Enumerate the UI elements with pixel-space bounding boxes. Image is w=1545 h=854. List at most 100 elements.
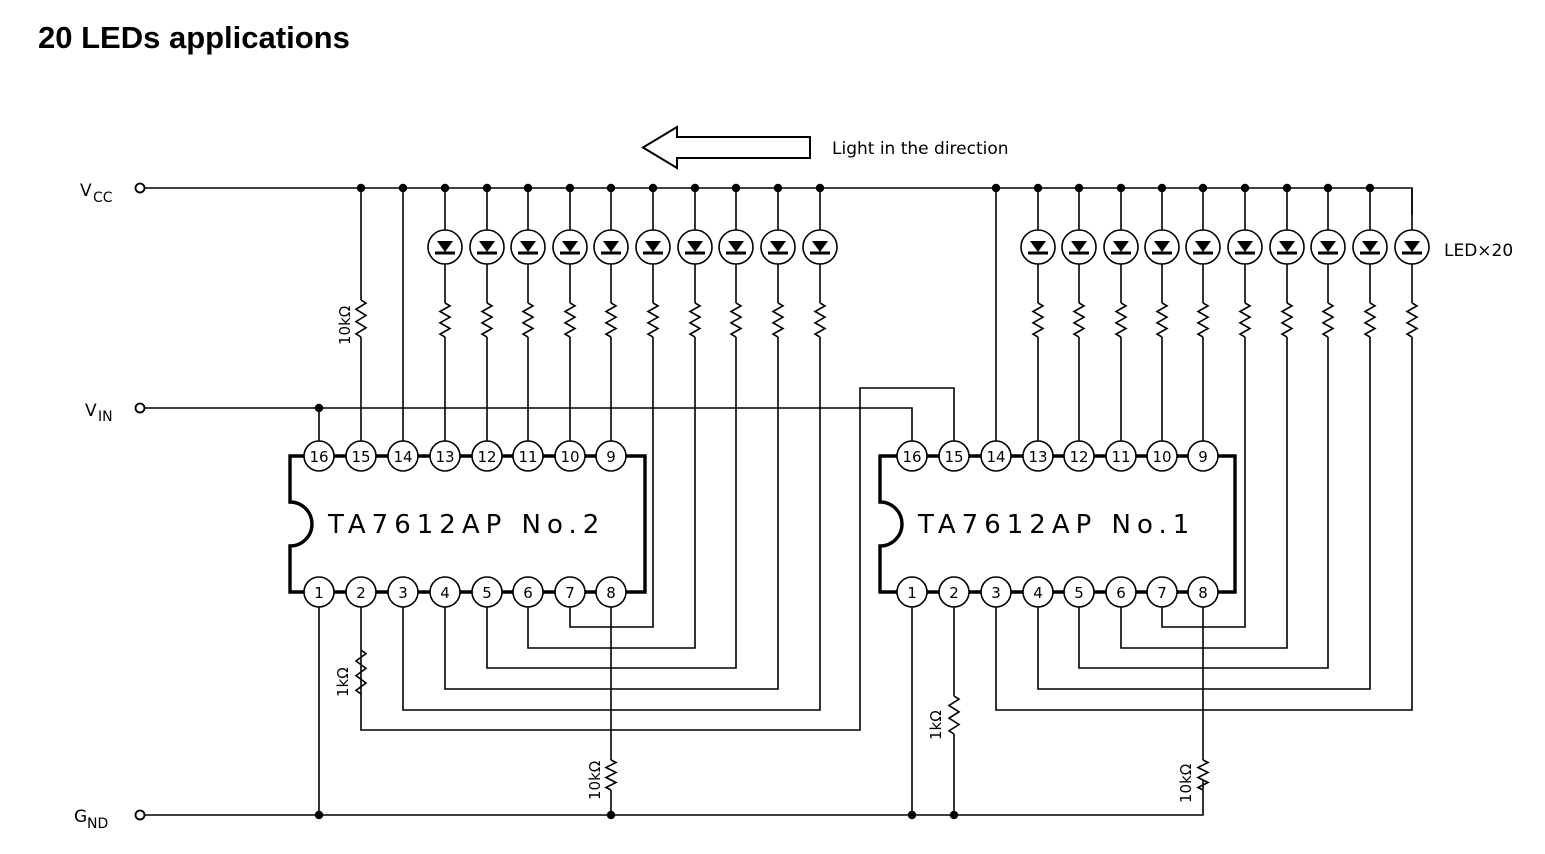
led-resistor-icon (563, 302, 577, 338)
resistor-value-label: 10kΩ (586, 761, 604, 800)
pin-6 (1105, 576, 1137, 608)
pin-number: 9 (606, 448, 616, 466)
junction-dot (648, 183, 658, 193)
pin-number: 7 (1157, 584, 1167, 602)
junction-dot (773, 183, 783, 193)
led-resistor-icon (813, 302, 827, 338)
chip-body (288, 454, 647, 594)
pin-15 (345, 440, 377, 472)
led-triangle (687, 241, 703, 252)
led-diode-icon (1394, 229, 1430, 265)
svg-text:G: G (74, 807, 87, 827)
led-resistor-icon (521, 302, 535, 338)
led-diode-icon (1227, 229, 1263, 265)
output-wire (1037, 337, 1371, 690)
pin-number: 6 (1116, 584, 1126, 602)
pin-3 (980, 576, 1012, 608)
no2-pin2-resistor-icon (354, 649, 368, 695)
junction-dot (1365, 183, 1375, 193)
led-diode-icon (718, 229, 754, 265)
junction-dot (606, 810, 616, 820)
junction-dot (815, 183, 825, 193)
pin-1 (896, 576, 928, 608)
led-resistor-icon (1114, 302, 1128, 338)
led-resistor-icon (729, 302, 743, 338)
vin-rail (140, 407, 913, 444)
junction-dot (1323, 183, 1333, 193)
pin-number: 10 (1152, 448, 1171, 466)
pin-10 (554, 440, 586, 472)
resistor-value-label: 10kΩ (1177, 764, 1195, 803)
junction-dot (1033, 183, 1043, 193)
pin-9 (595, 440, 627, 472)
pin-number: 8 (1198, 584, 1208, 602)
pin-number: 11 (518, 448, 537, 466)
pin-number: 2 (949, 584, 959, 602)
pin-number: 2 (356, 584, 366, 602)
svg-text:ND: ND (87, 816, 108, 832)
led-resistor-icon (1238, 302, 1252, 338)
led-triangle (770, 241, 786, 252)
junction-dot (523, 183, 533, 193)
led-triangle (1195, 241, 1211, 252)
junction-dot (949, 810, 959, 820)
led-triangle (479, 241, 495, 252)
led-diode-icon (427, 229, 463, 265)
junction-dot (1282, 183, 1292, 193)
pin-number: 3 (398, 584, 408, 602)
pin-7 (1146, 576, 1178, 608)
junction-dot (440, 183, 450, 193)
vin-label: V IN (85, 401, 113, 425)
led-diode-icon (635, 229, 671, 265)
svg-text:IN: IN (98, 409, 113, 425)
pin-12 (471, 440, 503, 472)
led-diode-icon (1310, 229, 1346, 265)
junction-dot (731, 183, 741, 193)
pin-13 (1022, 440, 1054, 472)
pin-4 (1022, 576, 1054, 608)
led-diode-icon (1144, 229, 1180, 265)
vcc-rail (140, 187, 1413, 215)
led-triangle (603, 241, 619, 252)
junction-dot (1116, 183, 1126, 193)
led-diode-icon (1103, 229, 1139, 265)
led-resistor-icon (1155, 302, 1169, 338)
led-triangle (1030, 241, 1046, 252)
pin-number: 14 (393, 448, 412, 466)
svg-text:V: V (85, 401, 97, 421)
led-triangle (1154, 241, 1170, 252)
led-triangle (1113, 241, 1129, 252)
pin-6 (512, 576, 544, 608)
pin-number: 11 (1111, 448, 1130, 466)
led-triangle (645, 241, 661, 252)
junction-dot (1074, 183, 1084, 193)
resistor-value-label: 10kΩ (336, 306, 354, 345)
vin-terminal-icon (134, 402, 146, 414)
led-resistor-icon (646, 302, 660, 338)
led-diode-icon (1020, 229, 1056, 265)
pin-number: 1 (314, 584, 324, 602)
pin-11 (1105, 440, 1137, 472)
led-diode-icon (1061, 229, 1097, 265)
pin-8 (595, 576, 627, 608)
junction-dot (314, 403, 324, 413)
pin-15 (938, 440, 970, 472)
pin-13 (429, 440, 461, 472)
vcc-label: V CC (80, 181, 113, 206)
pin-16 (896, 440, 928, 472)
no1-pin8-resistor-icon (1196, 759, 1210, 791)
pin-number: 14 (986, 448, 1005, 466)
pin-number: 3 (991, 584, 1001, 602)
led-diode-icon (552, 229, 588, 265)
pin-16 (303, 440, 335, 472)
led-resistor-icon (1196, 302, 1210, 338)
junction-dot (314, 810, 324, 820)
junction-dot (1198, 183, 1208, 193)
pin-number: 1 (907, 584, 917, 602)
led-triangle (812, 241, 828, 252)
pin-number: 15 (944, 448, 963, 466)
